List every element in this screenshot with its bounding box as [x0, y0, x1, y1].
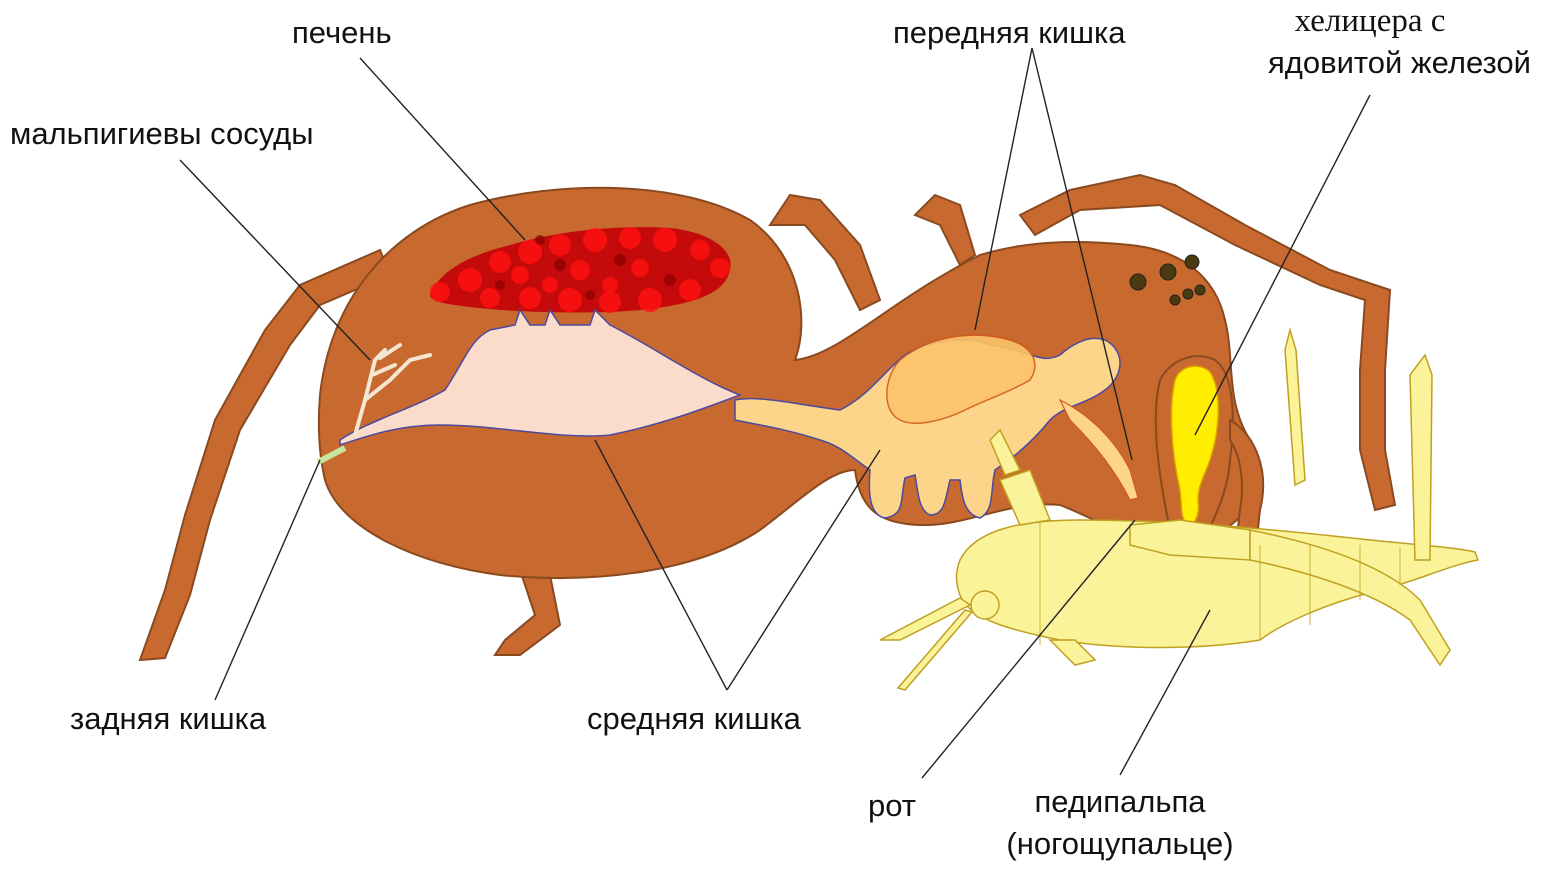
label-pedipalp-line1: педипальпа [1010, 786, 1230, 817]
label-pedipalp-line2: (ногощупальце) [985, 828, 1255, 859]
label-foregut: передняя кишка [893, 17, 1125, 48]
label-liver: печень [292, 17, 392, 48]
label-chelicera-line1: хелицера с [1270, 5, 1470, 38]
label-malpighian-vessels: мальпигиевы сосуды [10, 118, 314, 149]
label-chelicera-line2: ядовитой железой [1268, 47, 1531, 78]
label-mouth: рот [868, 790, 916, 821]
label-midgut: средняя кишка [587, 703, 801, 734]
label-hindgut: задняя кишка [70, 703, 266, 734]
